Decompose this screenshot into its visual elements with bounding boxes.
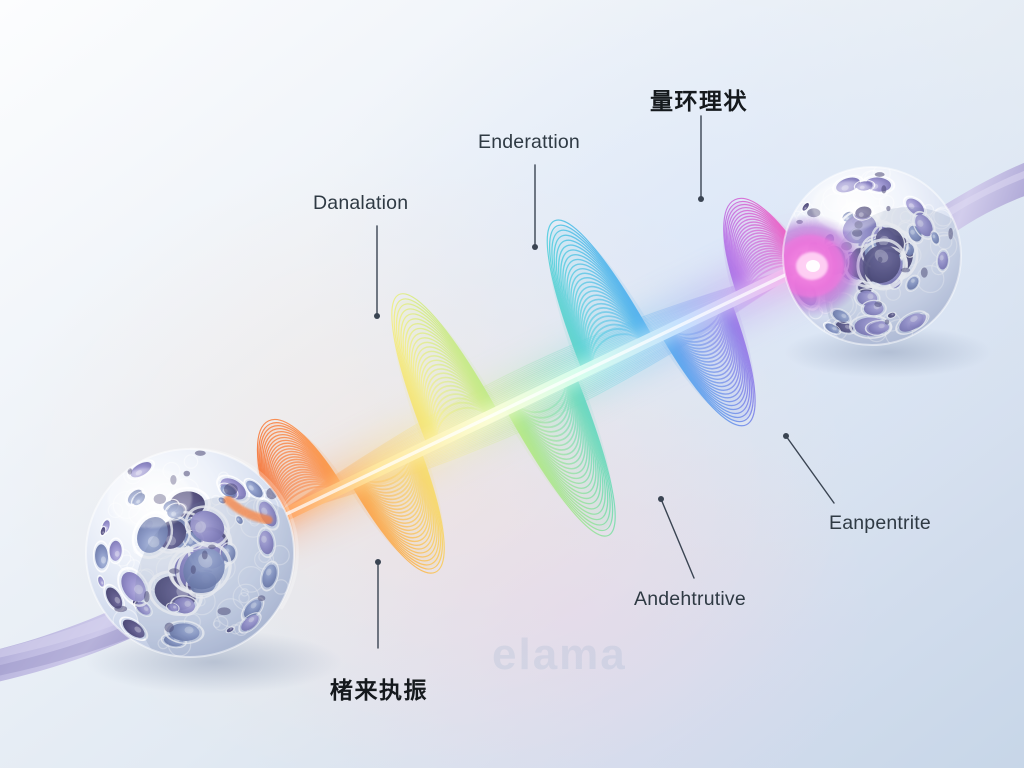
leader-line bbox=[660, 498, 695, 579]
wave-lobes bbox=[256, 197, 813, 574]
annotation-label-enderattion[interactable]: Enderattion bbox=[478, 131, 580, 153]
leader-dot bbox=[532, 244, 538, 250]
leader-dot bbox=[783, 433, 789, 439]
wave-core-highlight bbox=[274, 263, 808, 521]
entry-vortex bbox=[783, 214, 866, 318]
right-sphere bbox=[782, 162, 1024, 346]
leader-line bbox=[785, 435, 835, 504]
leader-dot bbox=[374, 313, 380, 319]
right-sphere-shadow bbox=[784, 326, 992, 378]
annotation-label-eanpentrite[interactable]: Eanpentrite bbox=[829, 512, 931, 534]
annotation-label-source-oscillation[interactable]: 楮来执振 bbox=[330, 678, 428, 704]
watermark: elama bbox=[492, 630, 627, 679]
annotation-label-andehtrutive[interactable]: Andehtrutive bbox=[634, 588, 746, 610]
leader-dot bbox=[658, 496, 664, 502]
annotation-label-danalation[interactable]: Danalation bbox=[313, 192, 409, 214]
leader-dot bbox=[375, 559, 381, 565]
wave-entry-left bbox=[223, 495, 273, 525]
left-sphere bbox=[85, 447, 299, 658]
annotation-label-quantum-ring-state[interactable]: 量环理状 bbox=[650, 89, 748, 115]
wave-packet bbox=[250, 197, 828, 574]
leader-dot bbox=[698, 196, 704, 202]
wave-axial-strands bbox=[267, 261, 813, 521]
